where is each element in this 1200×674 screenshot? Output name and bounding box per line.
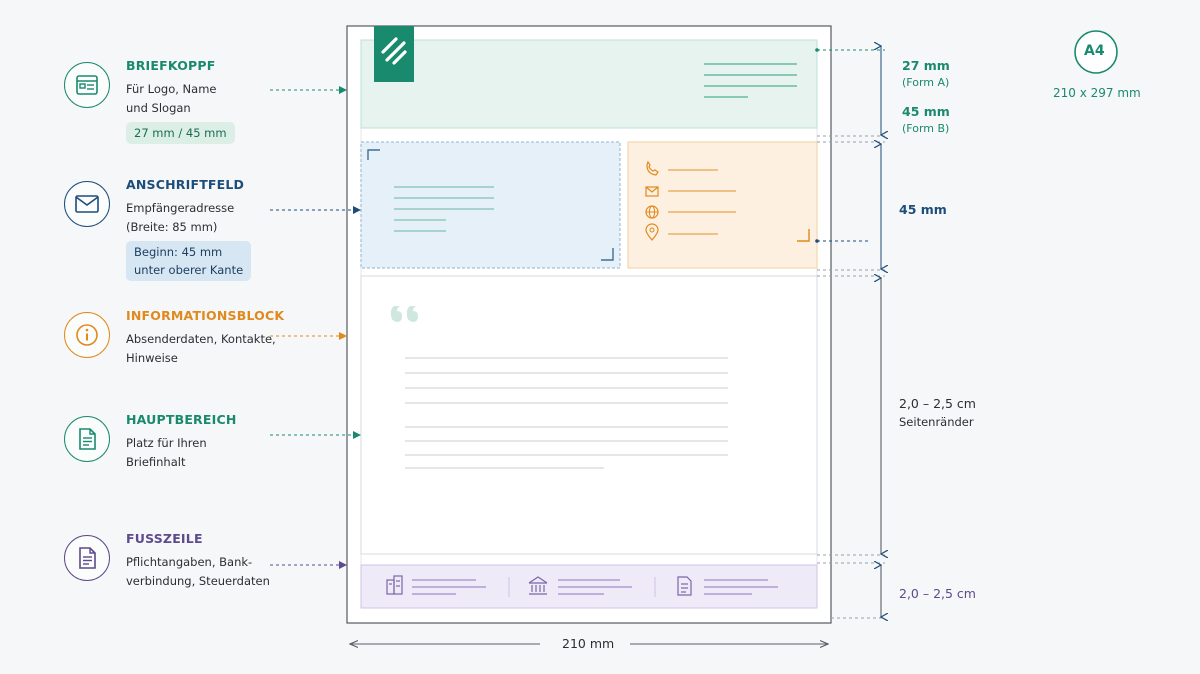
bank-icon	[528, 576, 548, 595]
dim-top-a-value: 27 mm	[902, 58, 950, 73]
legend-desc-line: und Slogan	[126, 101, 191, 115]
legend-desc-line: verbindung, Steuerdaten	[126, 574, 270, 588]
legend-desc-line: Für Logo, Name	[126, 82, 217, 96]
legend-desc: Pflichtangaben, Bank- verbindung, Steuer…	[126, 553, 270, 591]
dim-footer-value: 2,0 – 2,5 cm	[899, 586, 976, 601]
info-icon	[64, 312, 110, 358]
legend-desc-line: Hinweise	[126, 351, 178, 365]
legend-desc-line: Platz für Ihren	[126, 436, 207, 450]
legend-title: ANSCHRIFTFELD	[126, 177, 245, 192]
legend-badge-line: 27 mm / 45 mm	[134, 126, 227, 140]
format-size: 210 x 297 mm	[1053, 86, 1141, 100]
legend-desc-line: Absenderdaten, Kontakte,	[126, 332, 276, 346]
address-field	[360, 141, 621, 269]
main-area	[360, 275, 818, 555]
legend-desc: Empfängeradresse (Breite: 85 mm)	[126, 199, 234, 237]
legend-title: INFORMATIONSBLOCK	[126, 308, 285, 323]
mail-icon	[645, 186, 659, 197]
quote-icon	[390, 306, 418, 322]
legend-badge-line: unter oberer Kante	[134, 263, 244, 277]
a4-badge-circle	[1074, 30, 1118, 74]
globe-icon	[645, 205, 659, 219]
legend-title: FUSSZEILE	[126, 531, 203, 546]
logo-icon	[374, 26, 414, 82]
dim-margins-label: Seitenränder	[899, 415, 974, 429]
legend-desc-line: (Breite: 85 mm)	[126, 220, 218, 234]
legend-desc-line: Pflichtangaben, Bank-	[126, 555, 253, 569]
location-pin-icon	[645, 223, 659, 241]
dim-address-height: 45 mm	[899, 202, 947, 217]
legend-desc-line: Empfängeradresse	[126, 201, 235, 215]
envelope-icon	[64, 181, 110, 227]
dim-top-b-label: (Form B)	[902, 122, 950, 135]
legend-desc: Absenderdaten, Kontakte, Hinweise	[126, 330, 276, 368]
dim-margins-value: 2,0 – 2,5 cm	[899, 396, 976, 411]
legend-title: BRIEFKOPPF	[126, 58, 216, 73]
legend-desc: Für Logo, Name und Slogan	[126, 80, 216, 118]
legend-title: HAUPTBEREICH	[126, 412, 237, 427]
legend-desc: Platz für Ihren Briefinhalt	[126, 434, 207, 472]
document-icon	[64, 416, 110, 462]
dim-top-a-label: (Form A)	[902, 76, 950, 89]
letterhead-window-icon	[64, 62, 110, 108]
phone-icon	[646, 160, 659, 176]
building-icon	[386, 575, 403, 595]
invoice-icon	[677, 576, 692, 596]
legend-badge: Beginn: 45 mm unter oberer Kante	[126, 241, 252, 281]
legend-desc-line: Briefinhalt	[126, 455, 186, 469]
dim-page-width: 210 mm	[562, 636, 615, 651]
dim-top-b-value: 45 mm	[902, 104, 950, 119]
format-badge: A4	[1084, 43, 1105, 59]
header-block	[360, 39, 818, 129]
document-text-icon	[64, 535, 110, 581]
legend-badge: 27 mm / 45 mm	[126, 122, 235, 144]
legend-badge-line: Beginn: 45 mm	[134, 245, 223, 259]
info-block	[627, 141, 818, 269]
